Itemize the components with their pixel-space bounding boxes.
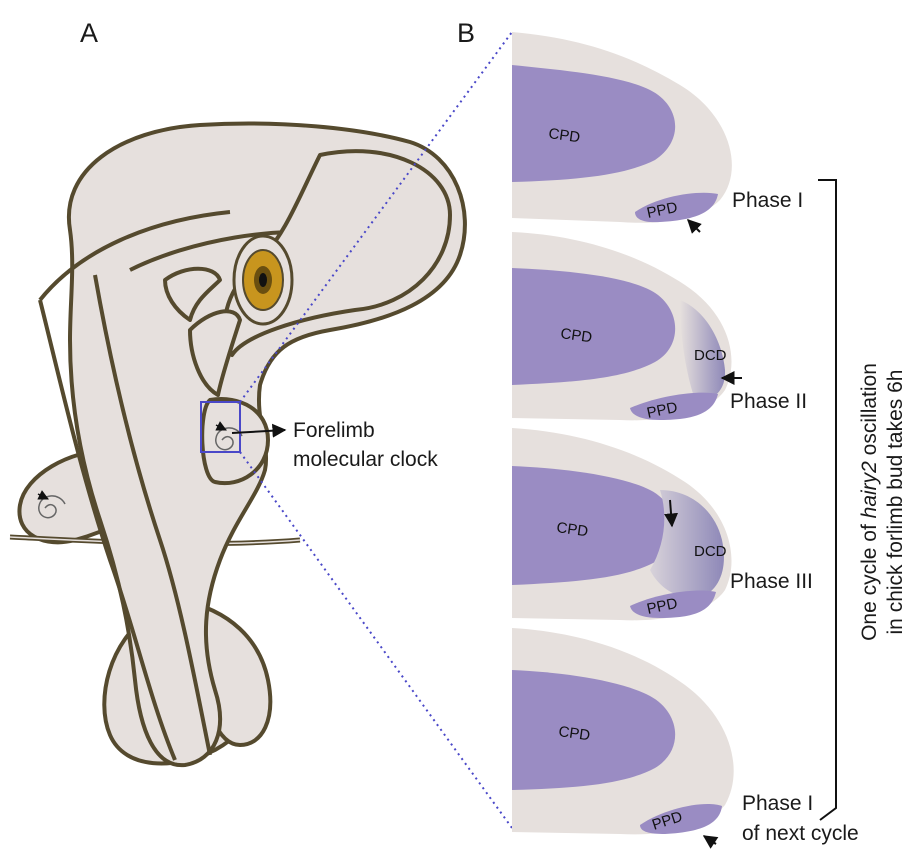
cycle-bracket <box>818 180 836 820</box>
callout-line-2: molecular clock <box>293 448 438 471</box>
panel-label-a: A <box>80 18 98 48</box>
limb-bud-phase-2: CPD DCD PPD Phase II <box>512 232 807 422</box>
dcd-label: DCD <box>694 543 727 560</box>
eye-pupil <box>259 273 267 287</box>
phase-3-label: Phase III <box>730 570 813 593</box>
side-label-line-2: in chick forlimb bud takes 6h <box>884 370 907 635</box>
forelimb-bud <box>202 399 268 483</box>
limb-bud-phase-1: CPD PPD Phase I <box>512 32 803 232</box>
embryo-illustration <box>10 124 465 766</box>
limb-bud-phase-3: CPD DCD PPD Phase III <box>512 428 813 620</box>
limb-bud-phase-1-next: CPD PPD Phase I of next cycle <box>512 628 859 845</box>
phase-1-next-label-line-2: of next cycle <box>742 822 859 845</box>
phase-1-next-label-line-1: Phase I <box>742 792 813 815</box>
cycle-side-label: One cycle of hairy2 oscillation in chick… <box>858 363 907 641</box>
phase-1-label: Phase I <box>732 189 803 212</box>
panel-label-b: B <box>457 18 475 48</box>
dcd-label: DCD <box>694 347 727 364</box>
zoom-line-bottom <box>240 452 512 828</box>
phase-2-label: Phase II <box>730 390 807 413</box>
side-label-line-1: One cycle of hairy2 oscillation <box>858 363 881 641</box>
callout-line-1: Forelimb <box>293 419 375 442</box>
